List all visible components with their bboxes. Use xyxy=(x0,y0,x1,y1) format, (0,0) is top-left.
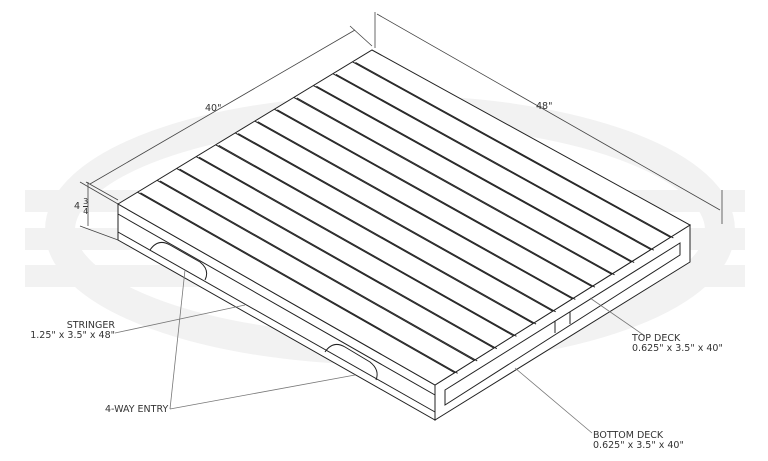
four-way-entry-label: 4-WAY ENTRY xyxy=(105,404,169,415)
stringer-size: 1.25" x 3.5" x 48" xyxy=(30,330,115,341)
deck-board-gap xyxy=(234,132,553,312)
stringer-label: STRINGER xyxy=(66,320,115,331)
deck-board-gap xyxy=(156,179,475,361)
top-deck-surface xyxy=(117,49,691,386)
fork-opening xyxy=(444,242,681,406)
deck-board-gap xyxy=(332,73,652,251)
top-deck-size: 0.625" x 3.5" x 40" xyxy=(632,343,723,354)
deck-board-gap xyxy=(179,168,498,350)
deck-board-gap xyxy=(355,62,674,239)
length-dimension: 48" xyxy=(536,101,553,112)
height-numerator: 3 xyxy=(83,197,89,207)
deck-board-gap xyxy=(313,85,632,263)
deck-board-gap xyxy=(237,133,556,313)
deck-board-gap xyxy=(316,85,635,263)
deck-board-gap xyxy=(137,191,455,374)
deck-board-gap xyxy=(277,109,596,288)
leader-lines xyxy=(114,269,646,434)
bottom-deck-callout: BOTTOM DECK 0.625" x 3.5" x 40" xyxy=(593,431,684,451)
deck-board-gap xyxy=(218,144,537,325)
deck-board-gap xyxy=(274,108,593,287)
deck-board-gap xyxy=(254,120,573,300)
deck-board-gap xyxy=(335,73,655,251)
height-denominator: 4 xyxy=(83,207,89,216)
width-dimension: 40" xyxy=(205,103,222,114)
height-whole: 4 xyxy=(74,201,81,212)
deck-board-gap xyxy=(159,180,478,362)
top-deck-label: TOP DECK xyxy=(632,333,681,344)
stringer-notch xyxy=(149,241,208,281)
deck-board-gap xyxy=(296,97,615,276)
deck-board-gap xyxy=(293,96,612,275)
stringer-notch xyxy=(324,343,378,381)
deck-board-gap xyxy=(198,156,517,337)
deck-board-gap xyxy=(257,121,576,300)
stringer-callout: STRINGER 1.25" x 3.5" x 48" xyxy=(30,321,115,341)
deck-board-gap xyxy=(195,156,514,337)
pallet xyxy=(79,12,723,434)
deck-board-gap xyxy=(215,144,534,324)
height-dimension: 4 3 4 xyxy=(74,197,89,216)
deck-board-gap xyxy=(176,168,495,349)
dimension-lines xyxy=(79,12,723,241)
bottom-deck-label: BOTTOM DECK xyxy=(593,430,664,441)
deck-board-gap xyxy=(352,61,671,238)
deck-board-gap xyxy=(140,192,458,374)
bottom-deck-size: 0.625" x 3.5" x 40" xyxy=(593,440,684,451)
top-deck-callout: TOP DECK 0.625" x 3.5" x 40" xyxy=(632,334,723,354)
